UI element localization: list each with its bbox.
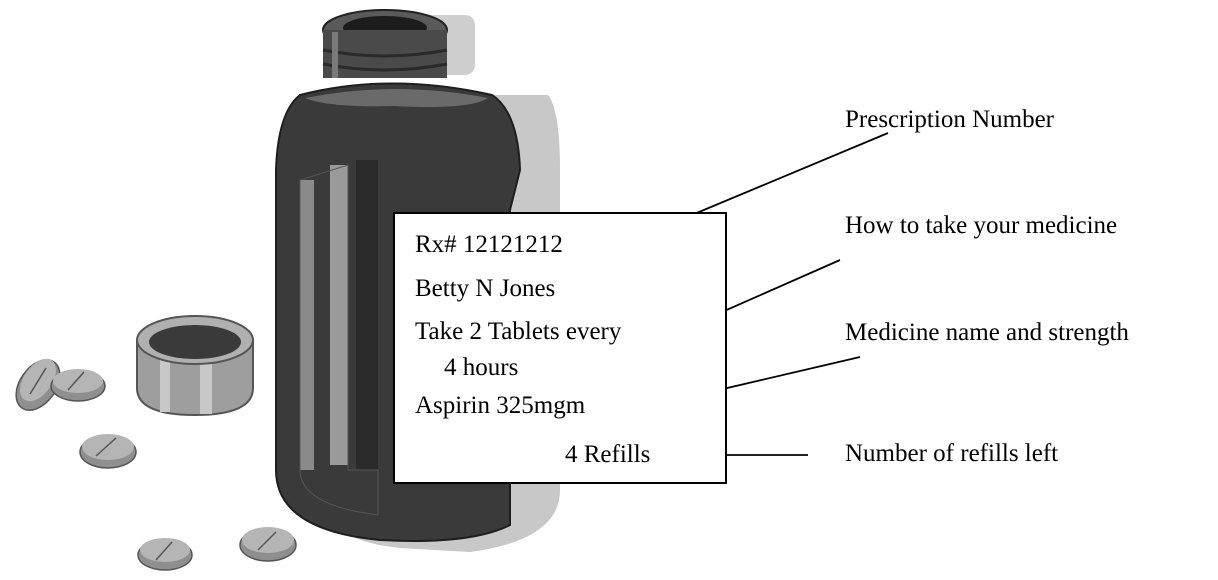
callout-medicine-name: Medicine name and strength — [845, 319, 1129, 346]
directions-line-1: Take 2 Tablets every — [415, 318, 622, 345]
patient-name: Betty N Jones — [415, 275, 556, 302]
callout-prescription-number: Prescription Number — [845, 106, 1054, 133]
directions-line-2: 4 hours — [444, 354, 519, 381]
callout-how-to-take: How to take your medicine — [845, 212, 1118, 239]
pill-icon — [239, 527, 297, 562]
pills — [15, 358, 297, 571]
bottle-cap — [136, 315, 254, 417]
rx-number: Rx# 12121212 — [415, 231, 563, 258]
medicine-name: Aspirin 325mgm — [415, 392, 586, 419]
bottle-neck — [322, 9, 448, 78]
pill-icon — [50, 369, 106, 402]
refill-count: 4 Refills — [565, 441, 651, 468]
callout-refills-left: Number of refills left — [845, 440, 1059, 467]
pill-icon — [79, 434, 137, 469]
prescription-label: Rx# 12121212 Betty N Jones Take 2 Tablet… — [393, 212, 727, 484]
pill-icon — [137, 538, 193, 571]
pill-icon — [15, 358, 61, 411]
